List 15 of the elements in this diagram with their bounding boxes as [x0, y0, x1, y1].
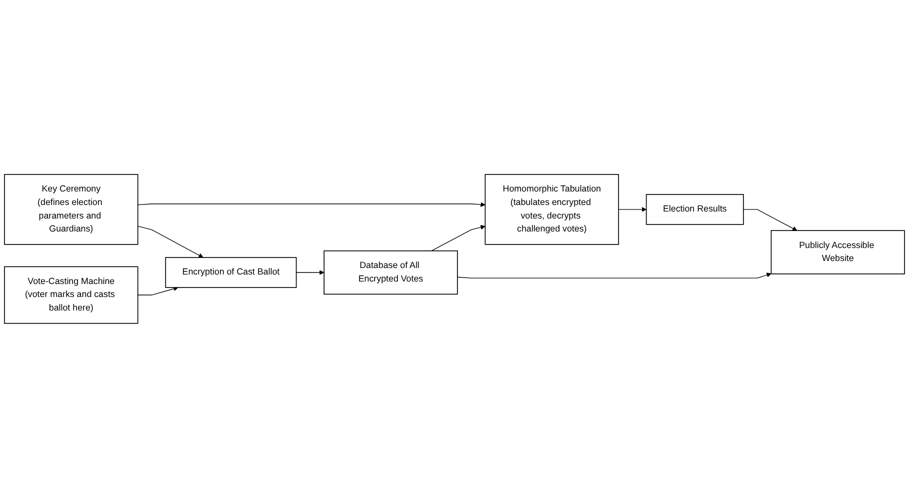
node-box: Key Ceremony (defines election parameters and Guardians): [4, 174, 138, 244]
arrow: [137, 226, 204, 258]
arrow: [743, 208, 798, 230]
arrow: [431, 224, 486, 251]
arrow: [137, 202, 486, 207]
node-box: Homomorphic Tabulation (tabulates encrypted votes, decrypts challenged votes): [484, 174, 619, 244]
arrow: [137, 286, 178, 295]
node-box: Database of All Encrypted Votes: [324, 250, 458, 294]
node-box: Vote-Casting Machine (voter marks and casts ballot here): [4, 266, 138, 324]
node-box: Election Results: [646, 194, 744, 224]
arrow: [457, 272, 772, 278]
arrow: [618, 206, 647, 212]
arrow: [296, 270, 324, 275]
node-box: Encryption of Cast Ballot: [165, 256, 297, 288]
node-box: Publicly Accessible Website: [770, 230, 905, 274]
